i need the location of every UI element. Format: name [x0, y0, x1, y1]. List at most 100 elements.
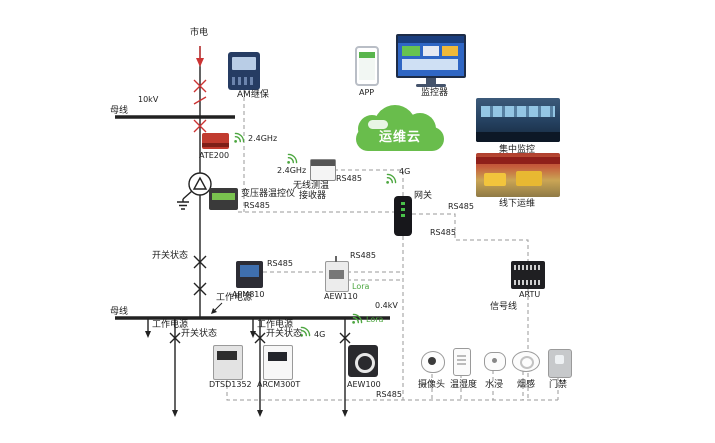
dashboard-tile [402, 46, 420, 56]
camera-lens [428, 357, 436, 365]
artu-device [511, 261, 545, 289]
sensor-label-door: 门禁 [549, 380, 568, 390]
transformer-controller-label: 变压器温控仪 [241, 189, 296, 199]
aew100-ct-ring [355, 353, 375, 373]
ate200-band [202, 143, 229, 147]
dashboard-topbar [398, 36, 464, 43]
transformer-symbol [188, 172, 212, 196]
om-cloud: 运维云 [352, 101, 448, 157]
receiver-label-line2: 接收器 [299, 191, 327, 201]
ground-symbol [177, 190, 193, 210]
lora-signal-icon [352, 313, 363, 324]
photo-screens [481, 105, 555, 118]
camera-icon [421, 351, 445, 373]
aew110-label: AEW110 [324, 292, 358, 301]
central-monitoring-photo [476, 98, 560, 142]
cloud-base [356, 127, 444, 151]
working-power-arrow [211, 302, 223, 314]
apm810-label: APM810 [232, 290, 265, 299]
monitor-stand [426, 78, 436, 84]
photo-banner [476, 157, 560, 165]
breaker-symbol [169, 332, 181, 344]
dashboard-tile [442, 46, 458, 56]
artu-label: ARTU [519, 290, 541, 299]
sensor-label-smoke: 烟感 [517, 380, 536, 390]
sensor-grille [457, 355, 466, 365]
aew110-antenna [335, 256, 337, 262]
working-power-label: 工作电源 [216, 293, 253, 303]
door-access-icon [548, 349, 572, 378]
sensor-label-temp-humidity: 温湿度 [450, 380, 478, 390]
freq-2-4ghz-label: 2.4GHz [248, 134, 278, 143]
app-label: APP [359, 88, 375, 97]
breaker-symbol [339, 332, 351, 344]
switch-status-label: 开关状态 [266, 329, 303, 339]
arcm-4g-icon [300, 326, 311, 337]
artu-terminals-top [514, 265, 542, 270]
working-power-label: 工作电源 [152, 320, 189, 330]
rs485-label: RS485 [350, 251, 376, 260]
busbar-bottom-label: 母线 [110, 307, 129, 317]
artu-terminals-bottom [514, 280, 542, 285]
protection-relay-device [228, 52, 260, 90]
receiver-label-line1: 无线测温 [293, 181, 330, 191]
mains-arrowhead [196, 58, 204, 67]
aew110-screen [329, 270, 344, 279]
dtsd1352-meter-device [213, 345, 243, 380]
cloud-label: 运维云 [378, 130, 421, 145]
ate200-temp-sensor-device [202, 133, 229, 149]
hv-voltage-label: 10kV [138, 95, 159, 104]
offline-om-label: 线下运维 [499, 199, 536, 209]
detector-ring [520, 356, 534, 369]
lora-label: Lora [366, 315, 384, 324]
rs485-label: RS485 [267, 259, 293, 268]
cloud-highlight [368, 120, 388, 129]
rs485-label: RS485 [448, 202, 474, 211]
rs485-label: RS485 [336, 174, 362, 183]
central-monitoring-label: 集中监控 [499, 145, 536, 155]
gateway-4g-icon [386, 173, 397, 184]
sensor-dot [492, 358, 497, 363]
relay-label: AM继保 [237, 90, 269, 100]
lora-label: Lora [352, 282, 370, 291]
protection-symbols [193, 46, 207, 133]
power-lines [115, 46, 390, 410]
receiver-top [311, 160, 335, 166]
lv-voltage-label: 0.4kV [375, 301, 398, 310]
aew100-label: AEW100 [347, 380, 381, 389]
monitor-label: 监控器 [421, 88, 449, 98]
app-phone-icon [355, 46, 379, 86]
4g-label: 4G [399, 167, 411, 176]
phone-header [359, 52, 375, 58]
arcm300t-screen [268, 352, 287, 361]
water-leak-sensor-icon [484, 352, 506, 371]
temp-humidity-sensor-icon [453, 348, 471, 376]
switch-status-label: 开关状态 [181, 329, 218, 339]
photo-desk [476, 132, 560, 142]
dashboard-tile [402, 59, 458, 70]
breaker-symbol [193, 282, 207, 296]
monitor-base [416, 84, 446, 87]
breaker-symbol [193, 255, 207, 269]
wireless-2-4ghz-icon [234, 132, 245, 143]
dashboard-tile [423, 46, 439, 56]
switch-status-label: 开关状态 [152, 251, 189, 261]
4g-label: 4G [314, 330, 326, 339]
gateway-leds [401, 202, 405, 218]
aew110-device [325, 256, 349, 292]
aew100-device [348, 345, 378, 377]
dtsd1352-screen [217, 351, 237, 360]
monitor-device [396, 34, 466, 87]
arrowheads [145, 331, 348, 417]
ate200-label: ATE200 [199, 151, 230, 160]
relay-screen [232, 57, 256, 70]
apm810-meter-device [236, 261, 263, 288]
sensor-label-water: 水浸 [485, 380, 504, 390]
photo-vehicle [484, 172, 507, 186]
arcm300t-label: ARCM300T [257, 380, 301, 389]
breaker-symbol [254, 332, 266, 344]
dtsd1352-label: DTSD1352 [209, 380, 252, 389]
controller-screen [212, 193, 235, 200]
